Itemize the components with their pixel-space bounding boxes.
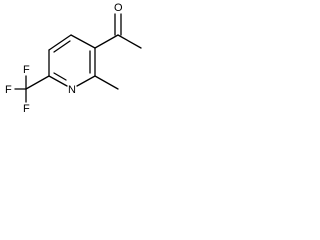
ring-bond-c3-c4: [70, 34, 96, 49]
trifluoromethyl-group: [14, 75, 50, 103]
ring-bond-c6-n-inner: [53, 72, 67, 81]
fluorine-left-label: F: [5, 84, 12, 96]
ring-bond-c6-n: [48, 75, 68, 87]
fluorine-top-label: F: [23, 64, 30, 76]
oxygen-label: O: [114, 2, 123, 14]
acetyl-group: [94, 13, 142, 49]
bond-c2-methyl: [94, 75, 119, 90]
ring-bond-c4-c5: [48, 34, 72, 51]
pyridine-ring: [48, 34, 96, 87]
bond-carbonyl-methyl: [117, 34, 142, 49]
bond-c3-carbonyl: [94, 34, 119, 49]
fluorine-bottom-label: F: [23, 103, 30, 115]
atom-labels: O N F F F: [5, 2, 123, 115]
ring-bond-c5-c5-inner: [53, 40, 71, 53]
chemical-structure-diagram: O N F F F: [5, 2, 142, 115]
ring-bond-n-c2: [76, 75, 96, 87]
bond-c6-cf3: [25, 75, 50, 90]
nitrogen-label: N: [68, 84, 76, 96]
